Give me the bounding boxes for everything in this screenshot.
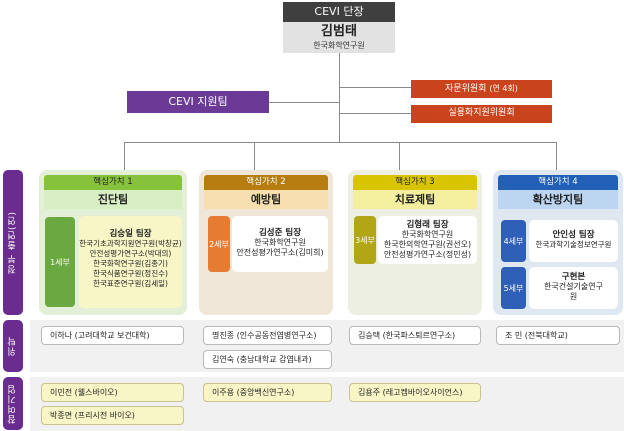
unit-5-tag: 5세부 xyxy=(501,267,526,309)
director-box: CEVI 단장 김범태 한국화학연구원 xyxy=(283,2,395,53)
unit-3-box: 김형래 팀장 한국화학연구원 한국한의학연구원(권선오) 안전성평가연구소(정민… xyxy=(378,216,477,264)
side-label-commission: 위탁 xyxy=(3,320,23,372)
director-name: 김범태 xyxy=(321,24,357,39)
core-value-4-tag: 핵심가치 4 xyxy=(498,175,618,190)
unit-1-tag: 1세부 xyxy=(45,217,75,307)
unit-2-tag: 2세부 xyxy=(208,216,230,272)
commercialization-committee-box: 실용화지원위원회 xyxy=(411,105,552,123)
commission-4-1: 조 민 (전북대학교) xyxy=(496,326,620,345)
unit-1-leader: 김승일 팀장 xyxy=(109,229,152,239)
core-value-1-team: 진단팀 xyxy=(44,190,182,209)
unit-5-box: 구현본 한국건설기술연구 원 xyxy=(529,267,618,309)
commission-3-1: 김승택 (한국파스퇴르연구소) xyxy=(349,326,481,345)
advisory-committee-box: 자문위원회 (연 4회) xyxy=(411,80,552,98)
connector-v3 xyxy=(399,142,400,172)
unit-4-box: 안인성 팀장 한국과학기술정보연구원 xyxy=(529,220,618,262)
commission-2-2: 김연숙 (충남대학교 감염내과) xyxy=(203,350,332,369)
unit-2-line-2: 안전성평가연구소(김미희) xyxy=(236,248,324,257)
unit-1-line-4: 한국식품연구원(정진수) xyxy=(93,269,168,278)
core-value-2-panel: 핵심가치 2 예방팀 2세부 김성준 팀장 한국화학연구원 안전성평가연구소(김… xyxy=(199,170,333,315)
participation-1-1: 이민전 (웰스바이오) xyxy=(41,383,184,402)
unit-4-line-1: 한국과학기술정보연구원 xyxy=(535,240,612,249)
director-org: 한국화학연구원 xyxy=(313,41,365,50)
unit-3-line-2: 한국한의학연구원(권선오) xyxy=(383,240,472,249)
director-title: CEVI 단장 xyxy=(283,2,395,22)
connector-v4 xyxy=(556,142,557,172)
unit-1-line-3: 한국화학연구원(김종기) xyxy=(93,259,168,268)
unit-5-line-2: 원 xyxy=(569,292,578,301)
core-value-3-tag: 핵심가치 3 xyxy=(353,175,477,190)
connector-branch xyxy=(124,142,557,143)
core-value-4-team: 확산방지팀 xyxy=(498,190,618,209)
connector-support xyxy=(268,102,340,103)
unit-3-line-3: 안전성평가연구소(정민성) xyxy=(383,250,472,259)
unit-1-box: 김승일 팀장 한국기초과학지원연구원(박창균) 안전성평가연구소(박대의) 한국… xyxy=(79,216,182,308)
unit-1-line-2: 안전성평가연구소(박대의) xyxy=(89,249,172,258)
core-value-3-team: 치료제팀 xyxy=(353,190,477,209)
participation-3-1: 김용주 (레고켐바이오사이언스) xyxy=(349,383,481,402)
side-label-gov: 정부 출연(연) xyxy=(3,170,23,315)
connector-committee xyxy=(339,87,411,88)
unit-5-leader: 구현본 xyxy=(561,272,586,282)
connector-v1 xyxy=(124,142,125,172)
unit-2-box: 김성준 팀장 한국화학연구원 안전성평가연구소(김미희) xyxy=(232,216,328,272)
commission-2-1: 명진종 (인수공동전염병연구소) xyxy=(203,326,332,345)
unit-4-tag: 4세부 xyxy=(501,220,526,262)
unit-3-line-1: 한국화학연구원 xyxy=(401,230,454,239)
unit-3-leader: 김형래 팀장 xyxy=(406,220,449,230)
support-team-box: CEVI 지원팀 xyxy=(127,91,269,113)
unit-2-leader: 김성준 팀장 xyxy=(258,228,302,238)
commission-1-1: 이하나 (고려대학교 보건대학) xyxy=(41,326,184,345)
core-value-1-panel: 핵심가치 1 진단팀 1세부 김승일 팀장 한국기초과학지원연구원(박창균) 안… xyxy=(39,170,187,315)
advisory-note: (연 4회) xyxy=(489,84,518,93)
connector-committee-2 xyxy=(339,113,411,114)
core-value-4-panel: 핵심가치 4 확산방지팀 4세부 안인성 팀장 한국과학기술정보연구원 5세부 … xyxy=(493,170,623,315)
connector-v2 xyxy=(254,142,255,172)
unit-5-line-1: 한국건설기술연구 xyxy=(544,282,603,291)
participation-2-1: 이주용 (중앙백신연구소) xyxy=(203,383,332,402)
participation-1-2: 박종면 (프리시전 바이오) xyxy=(41,406,184,425)
core-value-1-tag: 핵심가치 1 xyxy=(44,175,182,190)
unit-3-tag: 3세부 xyxy=(354,216,376,264)
side-label-participation: 참여기업 xyxy=(3,377,23,430)
advisory-label: 자문위원회 xyxy=(445,84,487,94)
unit-4-leader: 안인성 팀장 xyxy=(552,230,595,240)
core-value-3-panel: 핵심가치 3 치료제팀 3세부 김형래 팀장 한국화학연구원 한국한의학연구원(… xyxy=(348,170,482,315)
unit-1-line-1: 한국기초과학지원연구원(박창균) xyxy=(79,239,182,248)
unit-2-line-1: 한국화학연구원 xyxy=(254,238,306,247)
core-value-2-tag: 핵심가치 2 xyxy=(204,175,328,190)
core-value-2-team: 예방팀 xyxy=(204,190,328,209)
connector-trunk xyxy=(339,52,340,142)
unit-1-line-5: 한국표준연구원(김세일) xyxy=(93,279,168,288)
